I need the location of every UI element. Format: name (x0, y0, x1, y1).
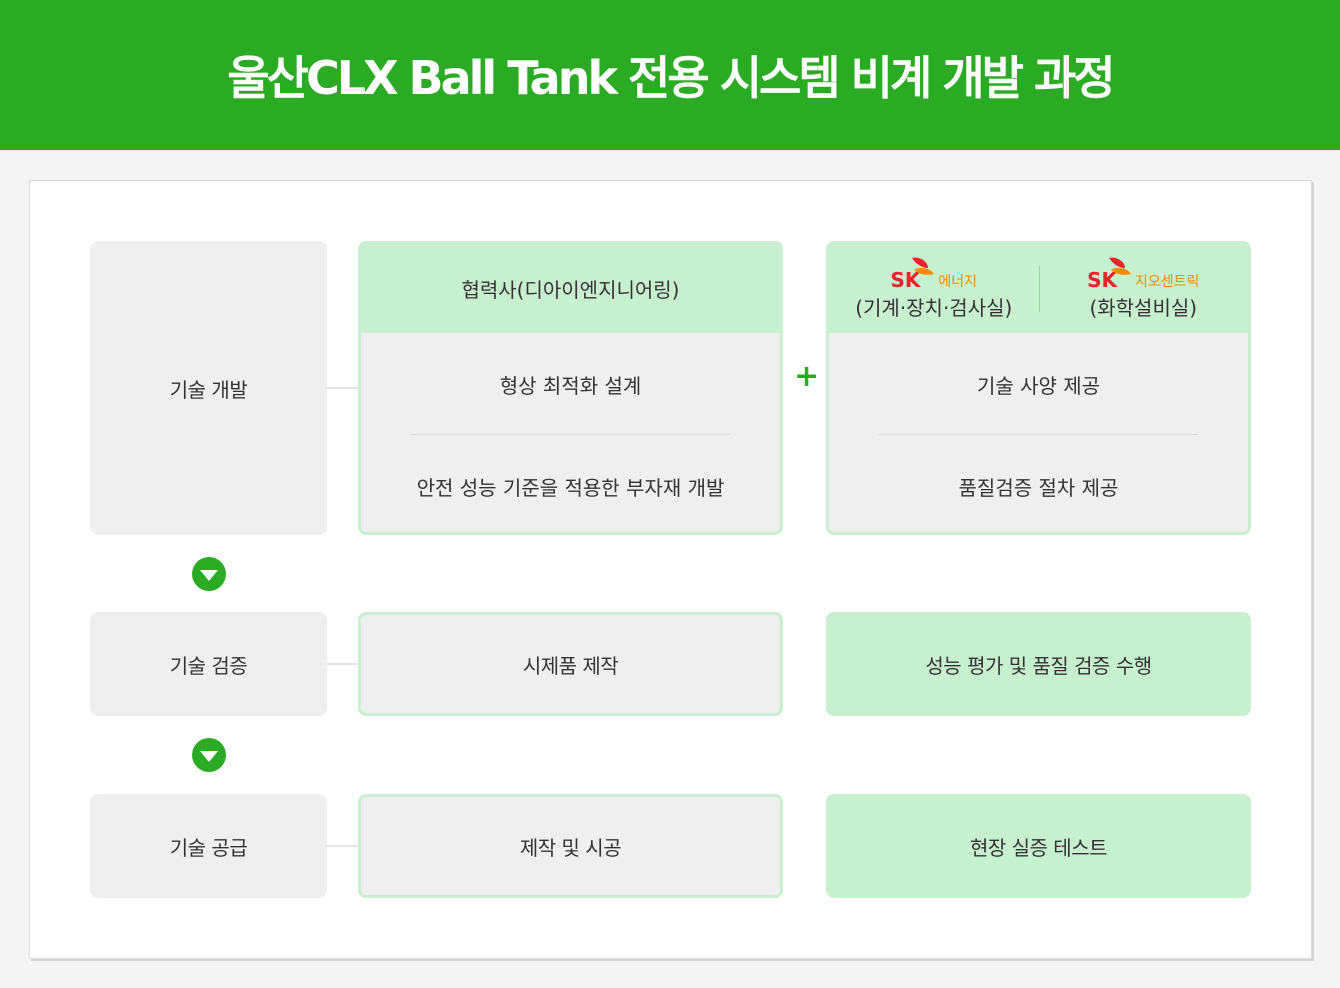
connector-line (327, 387, 358, 389)
sk-item-spec: 기술 사양 제공 (976, 374, 1101, 398)
partner-item-materials: 안전 성능 기준을 적용한 부자재 개발 (416, 476, 725, 500)
sk-butterfly-icon (1109, 257, 1131, 275)
sk-geocentric-logo-mark: SK (1087, 268, 1117, 292)
partner-header: 협력사(디아이엔지니어링) (361, 244, 780, 333)
sk-geocentric-logo: SK 지오센트릭 (1087, 256, 1199, 290)
sk-energy-logo-sub: 에너지 (938, 274, 978, 290)
column-separator (1038, 266, 1040, 312)
sk-energy-dept: (기계·장치·검사실) (855, 296, 1013, 320)
sk-geocentric-logo-sub: 지오센트릭 (1135, 274, 1200, 290)
sk-development-panel: SK 에너지 (기계·장치·검사실) SK 지오센트릭 (826, 241, 1251, 535)
plus-icon: + (794, 359, 820, 394)
sk-energy-logo-mark: SK (890, 268, 921, 292)
sk-energy-logo: SK 에너지 (890, 256, 977, 290)
connector-line (327, 663, 358, 665)
sk-energy-column: SK 에너지 (기계·장치·검사실) (829, 244, 1039, 333)
sk-evaluation-box: 성능 평가 및 품질 검증 수행 (826, 612, 1251, 716)
partner-construction-box: 제작 및 시공 (358, 794, 783, 898)
sk-header: SK 에너지 (기계·장치·검사실) SK 지오센트릭 (829, 244, 1248, 333)
down-arrow-icon (192, 557, 226, 591)
title-banner: 울산CLX Ball Tank 전용 시스템 비계 개발 과정 (0, 0, 1340, 150)
divider (411, 434, 730, 435)
sk-geocentric-dept: (화학설비실) (1089, 296, 1198, 320)
process-card: 기술 개발 협력사(디아이엔지니어링) 형상 최적화 설계 안전 성능 기준을 … (29, 180, 1312, 959)
sk-field-test-box: 현장 실증 테스트 (826, 794, 1251, 898)
partner-prototype-box: 시제품 제작 (358, 612, 783, 716)
sk-geocentric-column: SK 지오센트릭 (화학설비실) (1039, 244, 1249, 333)
divider (879, 434, 1198, 435)
sk-butterfly-icon (912, 257, 935, 275)
sk-item-quality: 품질검증 절차 제공 (958, 476, 1119, 500)
partner-development-panel: 협력사(디아이엔지니어링) 형상 최적화 설계 안전 성능 기준을 적용한 부자… (358, 241, 783, 535)
stage-supply: 기술 공급 (90, 794, 327, 898)
down-arrow-icon (192, 738, 226, 772)
page-title: 울산CLX Ball Tank 전용 시스템 비계 개발 과정 (227, 51, 1115, 105)
stage-verification: 기술 검증 (90, 612, 327, 716)
stage-development: 기술 개발 (90, 241, 327, 535)
partner-item-design: 형상 최적화 설계 (499, 374, 642, 398)
connector-line (327, 845, 358, 847)
